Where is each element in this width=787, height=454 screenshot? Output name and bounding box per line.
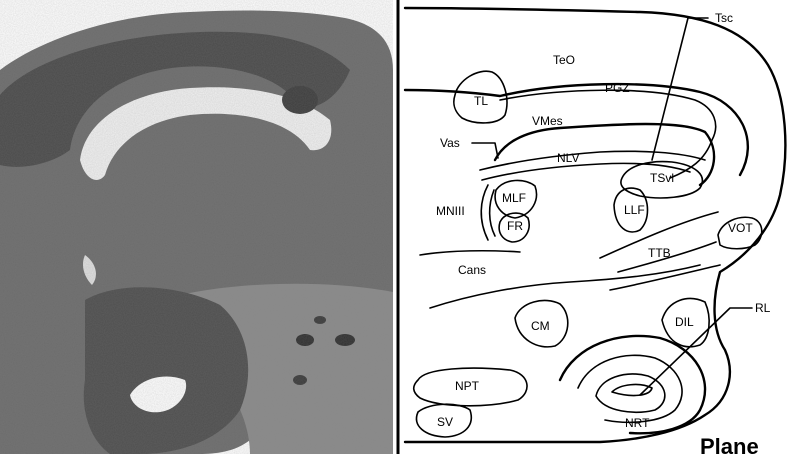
label-vas: Vas	[440, 136, 460, 150]
label-cans: Cans	[458, 263, 486, 277]
label-cm: CM	[531, 319, 550, 333]
label-mlf: MLF	[502, 191, 526, 205]
label-vot: VOT	[728, 221, 753, 235]
label-npt: NPT	[455, 379, 480, 393]
label-tl: TL	[474, 94, 488, 108]
label-llf: LLF	[624, 203, 645, 217]
label-nlv: NLV	[557, 151, 579, 165]
label-tsc: Tsc	[715, 11, 733, 25]
label-sv: SV	[437, 415, 453, 429]
label-vmes: VMes	[532, 114, 563, 128]
label-mniii: MNIII	[436, 204, 465, 218]
schematic-drawing: TeO Tsc TL PGZ VMes Vas NLV TSvl MLF MNI…	[400, 0, 787, 454]
label-ttb: TTB	[648, 246, 671, 260]
label-dil: DIL	[675, 315, 694, 329]
caption-plane: Plane	[700, 434, 759, 454]
label-tsvl: TSvl	[650, 171, 674, 185]
label-teo: TeO	[553, 53, 575, 67]
label-rl: RL	[755, 301, 771, 315]
label-fr: FR	[507, 219, 523, 233]
label-nrt: NRT	[625, 416, 650, 430]
label-pgz: PGZ	[605, 81, 630, 95]
histology-section	[0, 0, 393, 454]
